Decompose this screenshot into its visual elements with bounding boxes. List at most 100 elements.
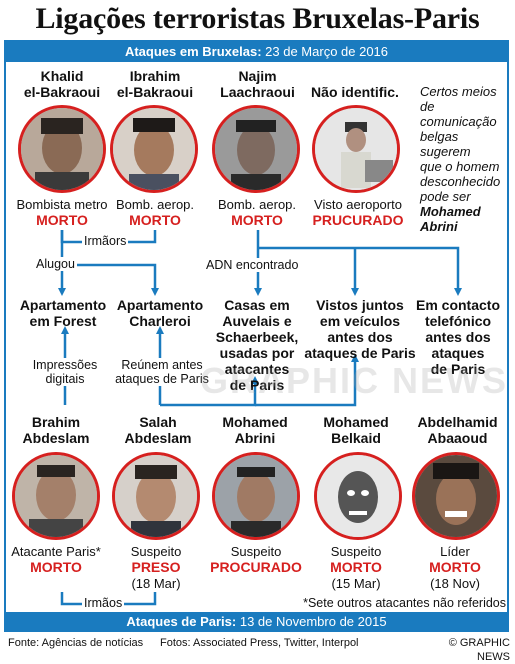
place-safehouses: Casas em Auvelais e Schaerbeek, usadas p… (212, 297, 302, 393)
portrait-abaaoud-icon (415, 455, 497, 537)
name-line: Brahim (31, 414, 81, 430)
name-line: Não identific. (311, 84, 399, 100)
link-brothers-top: Irmãors (82, 234, 129, 248)
abrini-status: PROCURADO (210, 559, 302, 575)
place-line: usadas por (219, 345, 295, 361)
place-line: em Forest (29, 313, 97, 329)
portrait-mohamed-abrini (212, 452, 300, 540)
note-line: de comunicação (420, 99, 497, 129)
name-line: Ibrahim (129, 68, 181, 84)
unknown-role: Visto aeroporto (314, 197, 402, 212)
note-name: Abrini (420, 219, 458, 234)
ibrahim-status: MORTO (129, 212, 181, 228)
person-brahim-name: Brahim Abdeslam (6, 414, 106, 446)
salah-date: (18 Mar) (131, 576, 181, 591)
portrait-ibrahim-icon (113, 108, 195, 190)
person-abaaoud-name: Abdelhamid Abaaoud (405, 414, 510, 446)
name-line: Khalid (40, 68, 84, 84)
note-line: pode ser (420, 189, 471, 204)
note-line: que o homem (420, 159, 500, 174)
name-line: Abdeslam (124, 430, 192, 446)
person-najim-name: Najim Laachraoui (210, 68, 305, 100)
brussels-attacks-band: Ataques em Bruxelas: 23 de Março de 2016 (4, 42, 509, 62)
paris-band-label: Ataques de Paris: (126, 614, 237, 629)
name-line: el-Bakraoui (116, 84, 194, 100)
najim-role: Bomb. aerop. (217, 197, 297, 212)
name-line: Abdeslam (22, 430, 90, 446)
page-title: Ligações terroristas Bruxelas-Paris (35, 2, 480, 35)
link-line: ataques de Paris (115, 372, 209, 386)
place-line: Vistos juntos (316, 297, 404, 313)
khalid-role: Bombista metro (16, 197, 108, 212)
link-rented: Alugou (34, 257, 77, 271)
salah-status: PRESO (131, 559, 181, 575)
footer-credit: © GRAPHIC NEWS (448, 637, 510, 663)
belkaid-date: (15 Mar) (331, 576, 381, 591)
link-brothers-bottom: Irmãos (82, 596, 125, 610)
name-line: Abrini (234, 430, 276, 446)
place-line: de Paris (229, 377, 285, 393)
footnote: *Sete outros atacantes não referidos (303, 596, 506, 610)
place-line: ataques de Paris (304, 345, 416, 361)
watermark: GRAPHIC NEWS (200, 360, 509, 401)
note-name: Mohamed (420, 204, 481, 219)
name-line: Laachraoui (220, 84, 295, 100)
abrini-role: Suspeito (230, 544, 282, 559)
person-mohamed-belkaid-name: Mohamed Belkaid (306, 414, 406, 446)
salah-role: Suspeito (130, 544, 182, 559)
place-line: Charleroi (129, 313, 191, 329)
name-line: Mohamed (222, 414, 288, 430)
footer-photos: Fotos: Associated Press, Twitter, Interp… (160, 637, 359, 649)
portrait-ibrahim (110, 105, 198, 193)
place-line: telefónico (424, 313, 492, 329)
portrait-najim (212, 105, 300, 193)
name-line: Mohamed (323, 414, 389, 430)
portrait-brahim-icon (15, 455, 97, 537)
name-line: Belkaid (331, 430, 381, 446)
name-line: Abaaoud (427, 430, 488, 446)
name-line: Abdelhamid (417, 414, 498, 430)
place-line: Schaerbeek, (215, 329, 299, 345)
portrait-abaaoud (412, 452, 500, 540)
link-line: Reúnem antes (121, 358, 203, 372)
link-met-before-paris: Reúnem antes ataques de Paris (112, 358, 212, 386)
abaaoud-role: Líder (440, 544, 470, 559)
khalid-status: MORTO (36, 212, 88, 228)
abaaoud-status: MORTO (429, 559, 481, 575)
note-line: Certos meios (420, 84, 497, 99)
portrait-unknown-icon (315, 108, 397, 190)
portrait-khalid-icon (21, 108, 103, 190)
paris-attacks-band: Ataques de Paris: 13 de Novembro de 2015 (4, 612, 509, 632)
brussels-band-date: 23 de Março de 2016 (265, 44, 389, 59)
place-forest-apartment: Apartamento em Forest (8, 297, 118, 329)
place-line: Apartamento (116, 297, 204, 313)
place-line: em veículos (319, 313, 401, 329)
footer-source: Fonte: Agências de notícias (8, 637, 144, 649)
name-line: el-Bakraoui (23, 84, 101, 100)
najim-status: MORTO (231, 212, 283, 228)
abrini-note: Certos meios de comunicação belgas suger… (420, 84, 512, 234)
place-line: Casas em (224, 297, 290, 313)
place-line: Apartamento (19, 297, 107, 313)
ibrahim-role: Bomb. aerop. (115, 197, 195, 212)
portrait-salah (112, 452, 200, 540)
place-line: atacantes (224, 361, 290, 377)
place-line: Auvelais e (222, 313, 292, 329)
link-dna-found: ADN encontrado (204, 258, 301, 272)
place-seen-together: Vistos juntos em veículos antes dos ataq… (302, 297, 418, 361)
person-salah-name: Salah Abdeslam (108, 414, 208, 446)
portrait-belkaid-icon (317, 455, 399, 537)
brussels-band-label: Ataques em Bruxelas: (124, 44, 262, 59)
person-mohamed-abrini-name: Mohamed Abrini (205, 414, 305, 446)
paris-band-date: 13 de Novembro de 2015 (239, 614, 387, 629)
link-line: Impressões (32, 358, 98, 372)
person-ibrahim-name: Ibrahim el-Bakraoui (110, 68, 200, 100)
brahim-status: MORTO (30, 559, 82, 575)
place-phone-contact: Em contacto telefónico antes dos ataques… (410, 297, 506, 377)
person-khalid-name: Khalid el-Bakraoui (17, 68, 107, 100)
place-line: Em contacto (415, 297, 500, 313)
link-line: digitais (45, 372, 85, 386)
name-line: Salah (139, 414, 177, 430)
note-line: desconhecido (420, 174, 501, 189)
